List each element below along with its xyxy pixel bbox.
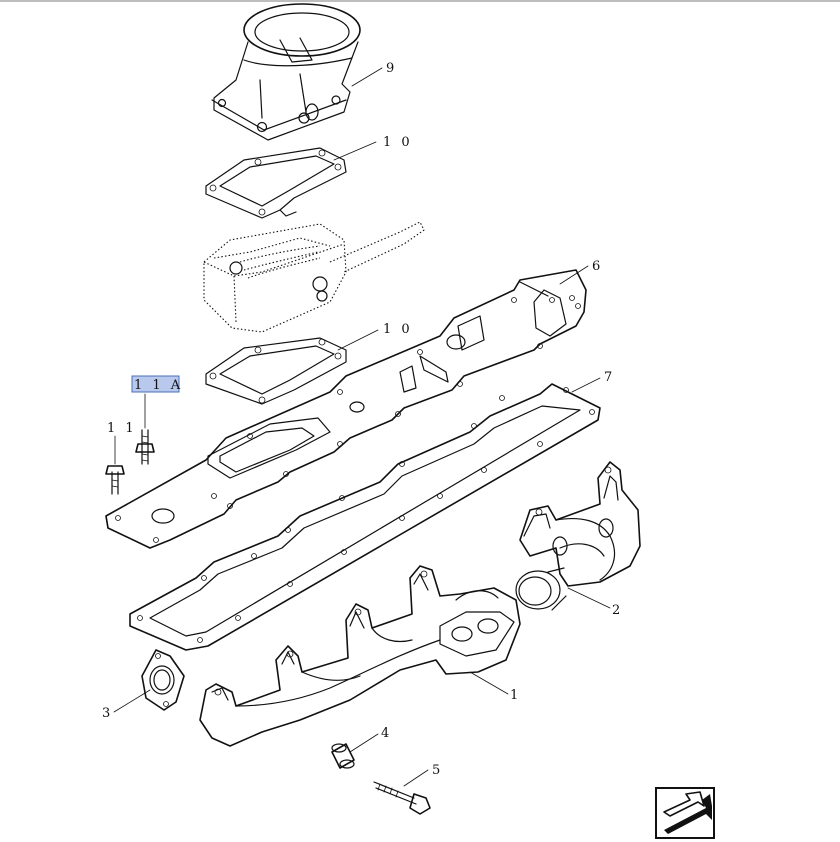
part-6-manifold-plate bbox=[105, 269, 587, 549]
callout-3[interactable]: 3 bbox=[102, 706, 113, 721]
callout-11a-highlight bbox=[131, 375, 180, 393]
top-border bbox=[0, 0, 840, 2]
part-5-bolt bbox=[373, 781, 431, 815]
leader-lines bbox=[113, 67, 611, 787]
part-10-gasket-lower bbox=[205, 337, 347, 405]
part-11a-stud-bolt bbox=[135, 429, 155, 465]
part-2-rear-manifold bbox=[515, 461, 641, 611]
part-9-outlet-elbow bbox=[211, 3, 361, 141]
callout-2[interactable]: 2 bbox=[612, 603, 623, 618]
callout-10-lower[interactable]: 1 0 bbox=[383, 322, 413, 337]
part-3-flange-gasket bbox=[141, 649, 185, 711]
part-11-bolt bbox=[105, 465, 125, 495]
callout-4[interactable]: 4 bbox=[381, 726, 392, 741]
callout-1[interactable]: 1 bbox=[510, 688, 521, 703]
part-10-gasket-upper bbox=[205, 147, 347, 219]
callout-6[interactable]: 6 bbox=[592, 259, 603, 274]
callout-11a[interactable]: 1 1 A bbox=[134, 378, 183, 393]
part-4-spacer bbox=[331, 743, 355, 769]
callout-5[interactable]: 5 bbox=[432, 763, 443, 778]
part-1-front-manifold bbox=[199, 565, 521, 747]
callout-7[interactable]: 7 bbox=[604, 370, 615, 385]
callout-9[interactable]: 9 bbox=[386, 61, 397, 76]
callout-11[interactable]: 1 1 bbox=[107, 421, 137, 436]
phantom-thermostat-housing bbox=[203, 221, 425, 333]
part-7-manifold-gasket bbox=[129, 383, 601, 651]
callout-labels: 9 1 0 6 1 0 7 1 1 A 1 1 2 1 3 4 5 bbox=[102, 61, 623, 778]
next-page-arrow-icon[interactable] bbox=[655, 787, 715, 839]
callout-10-upper[interactable]: 1 0 bbox=[383, 135, 413, 150]
